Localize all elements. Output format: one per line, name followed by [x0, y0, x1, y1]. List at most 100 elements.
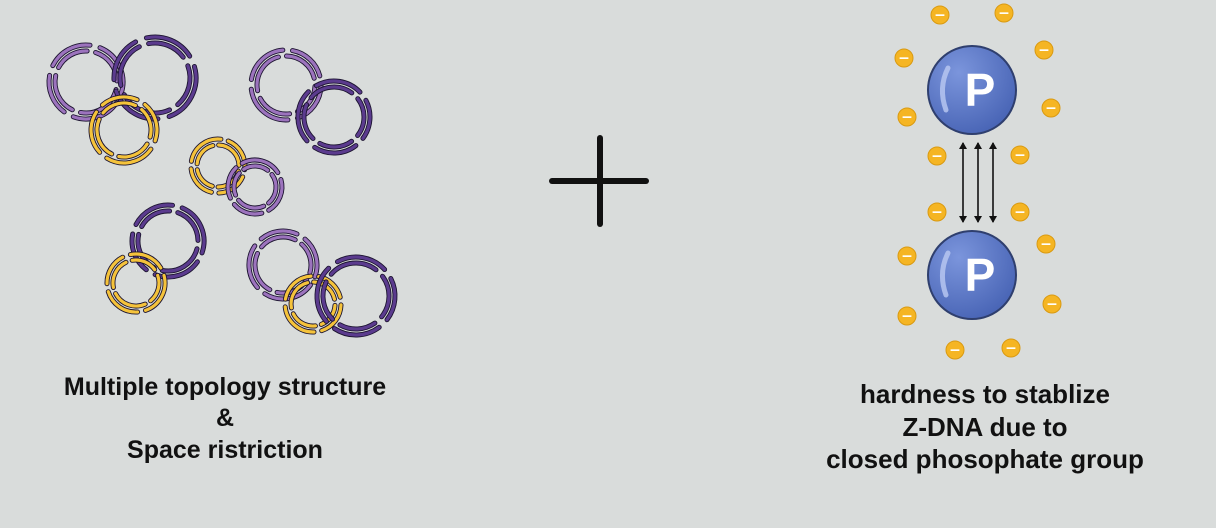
- dna-strand: [114, 292, 147, 308]
- dna-strand: [309, 85, 354, 100]
- negative-charge-symbol: −: [1038, 43, 1050, 59]
- dna-strand: [180, 206, 206, 255]
- dna-strand: [318, 139, 354, 149]
- dna-strand: [53, 74, 74, 112]
- negative-charge-icon: −: [1001, 338, 1021, 358]
- dna-strand: [128, 252, 163, 270]
- dna-strand: [57, 49, 89, 70]
- negative-charge-symbol: −: [1046, 297, 1058, 313]
- phosphate-repulsion-arrows: [959, 142, 997, 223]
- dna-strand: [176, 211, 200, 242]
- dna-ring: [88, 94, 160, 166]
- negative-charge-symbol: −: [934, 8, 946, 24]
- negative-charge-circle: [1001, 338, 1021, 358]
- dna-strand: [259, 229, 299, 241]
- dna-strand: [267, 172, 278, 205]
- negative-charge-circle: [1034, 40, 1054, 60]
- dna-strand: [332, 325, 381, 337]
- dna-strand: [258, 96, 292, 116]
- dna-strand: [314, 79, 362, 94]
- topology-rings-group: [46, 34, 398, 338]
- negative-charge-circle: [927, 202, 947, 222]
- dna-strand: [140, 209, 172, 229]
- dna-strand: [111, 260, 128, 290]
- dna-strand: [320, 303, 343, 333]
- negative-charge-icon: −: [894, 48, 914, 68]
- dna-ring: [129, 202, 207, 280]
- dna-strand: [78, 87, 118, 115]
- dna-strand: [291, 312, 317, 328]
- dna-strand: [112, 40, 138, 82]
- dna-strand: [315, 266, 331, 323]
- dna-strand: [176, 64, 192, 107]
- negative-charge-circle: [945, 340, 965, 360]
- dna-ring: [225, 157, 285, 217]
- dna-strand: [144, 35, 192, 58]
- negative-charge-icon: −: [930, 5, 950, 25]
- dna-strand: [302, 103, 315, 141]
- dna-strand: [160, 247, 199, 273]
- dna-ring: [282, 273, 344, 335]
- negative-charge-icon: −: [1010, 145, 1030, 165]
- dna-strand: [101, 101, 137, 115]
- dna-strand: [289, 281, 310, 310]
- negative-charge-icon: −: [945, 340, 965, 360]
- dna-strand: [249, 48, 285, 82]
- negative-charge-icon: −: [1042, 294, 1062, 314]
- negative-charges-group: −−−−−−−−−−−−−−−−: [894, 3, 1062, 360]
- dna-strand: [267, 177, 284, 212]
- negative-charge-icon: −: [927, 146, 947, 166]
- dna-strand: [321, 280, 335, 321]
- right-caption-line-1: hardness to stablize: [860, 379, 1110, 409]
- dna-strand: [106, 290, 140, 314]
- negative-charge-circle: [897, 246, 917, 266]
- negative-charge-icon: −: [1041, 98, 1061, 118]
- dna-strand: [290, 49, 322, 78]
- dna-strand: [143, 273, 167, 312]
- left-caption-line-3: Space ristriction: [127, 435, 323, 464]
- negative-charge-circle: [1036, 234, 1056, 254]
- dna-ring: [248, 47, 324, 123]
- dna-strand: [117, 142, 149, 159]
- negative-charge-icon: −: [1036, 234, 1056, 254]
- dna-strand: [338, 321, 377, 331]
- negative-charge-symbol: −: [898, 51, 910, 67]
- dna-strand: [118, 45, 141, 87]
- dna-strand: [247, 244, 260, 290]
- negative-charge-symbol: −: [1040, 237, 1052, 253]
- dna-strand: [283, 305, 316, 334]
- negative-charge-icon: −: [927, 202, 947, 222]
- dna-strand: [130, 258, 157, 272]
- dna-strand: [140, 108, 153, 139]
- phosphate-bottom-label: P: [965, 249, 996, 301]
- negative-charge-circle: [930, 5, 950, 25]
- dna-strand: [312, 280, 337, 301]
- negative-charge-circle: [1042, 294, 1062, 314]
- dna-ring: [104, 251, 168, 315]
- dna-strand: [356, 97, 366, 138]
- dna-strand: [226, 166, 238, 200]
- dna-strand: [380, 274, 391, 319]
- negative-charge-symbol: −: [931, 205, 943, 221]
- right-caption-line-2: Z-DNA due to: [902, 411, 1068, 442]
- negative-charge-circle: [897, 306, 917, 326]
- dna-strand: [189, 167, 213, 194]
- dna-ring: [46, 42, 126, 122]
- dna-strand: [232, 202, 264, 216]
- dna-strand: [149, 273, 161, 303]
- negative-charge-circle: [1010, 202, 1030, 222]
- dna-ring: [111, 34, 199, 122]
- phosphate-top: P: [927, 45, 1017, 135]
- dna-strand: [385, 276, 397, 322]
- negative-charge-symbol: −: [1014, 148, 1026, 164]
- dna-strand: [189, 137, 223, 163]
- negative-charge-symbol: −: [931, 149, 943, 165]
- dna-ring: [295, 78, 373, 156]
- dna-strand: [361, 98, 372, 140]
- dna-strand: [237, 198, 266, 210]
- dna-strand: [335, 255, 387, 272]
- dna-strand: [300, 242, 313, 275]
- dna-strand: [249, 87, 290, 122]
- dna-strand: [51, 43, 92, 68]
